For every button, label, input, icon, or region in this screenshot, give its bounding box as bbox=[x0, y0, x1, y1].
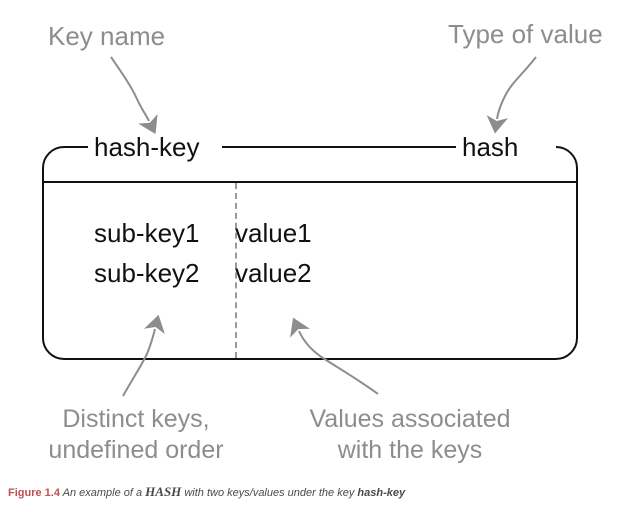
row-key: sub-key2 bbox=[94, 258, 200, 288]
header-connector-line bbox=[222, 146, 458, 148]
row-value: value2 bbox=[235, 258, 312, 288]
header-separator-line bbox=[42, 181, 578, 183]
table-row: sub-key2 value2 bbox=[94, 256, 312, 290]
figure-number: Figure 1.4 bbox=[8, 487, 60, 499]
annotation-values-associated-line2: with the keys bbox=[337, 436, 483, 464]
row-value: value1 bbox=[235, 218, 312, 248]
row-key: sub-key1 bbox=[94, 218, 200, 248]
annotation-distinct-keys-line2: undefined order bbox=[48, 436, 224, 464]
hash-key-name-label: hash-key bbox=[88, 132, 206, 162]
annotation-distinct-keys-line1: Distinct keys, bbox=[62, 405, 210, 433]
annotation-values-associated-line1: Values associated bbox=[309, 405, 511, 433]
table-row: sub-key1 value1 bbox=[94, 216, 312, 250]
caption-key: hash-key bbox=[357, 487, 406, 499]
key-value-dashed-divider bbox=[235, 183, 237, 358]
annotation-values-associated: Values associated with the keys bbox=[280, 404, 540, 466]
annotation-key-name: Key name bbox=[48, 21, 166, 51]
caption-text-middle: with two keys/values under the key bbox=[181, 487, 358, 499]
annotation-distinct-keys: Distinct keys, undefined order bbox=[16, 404, 256, 466]
caption-text-before: An example of a bbox=[59, 487, 146, 499]
hash-container-box bbox=[42, 144, 578, 360]
annotation-type-of-value: Type of value bbox=[448, 19, 603, 49]
figure-caption: Figure 1.4 An example of a HASH with two… bbox=[8, 485, 640, 500]
arrow-key-name bbox=[110, 56, 158, 135]
hash-type-label: hash bbox=[456, 132, 525, 162]
arrow-type-of-value bbox=[486, 56, 537, 134]
caption-emphasis: HASH bbox=[145, 484, 182, 499]
